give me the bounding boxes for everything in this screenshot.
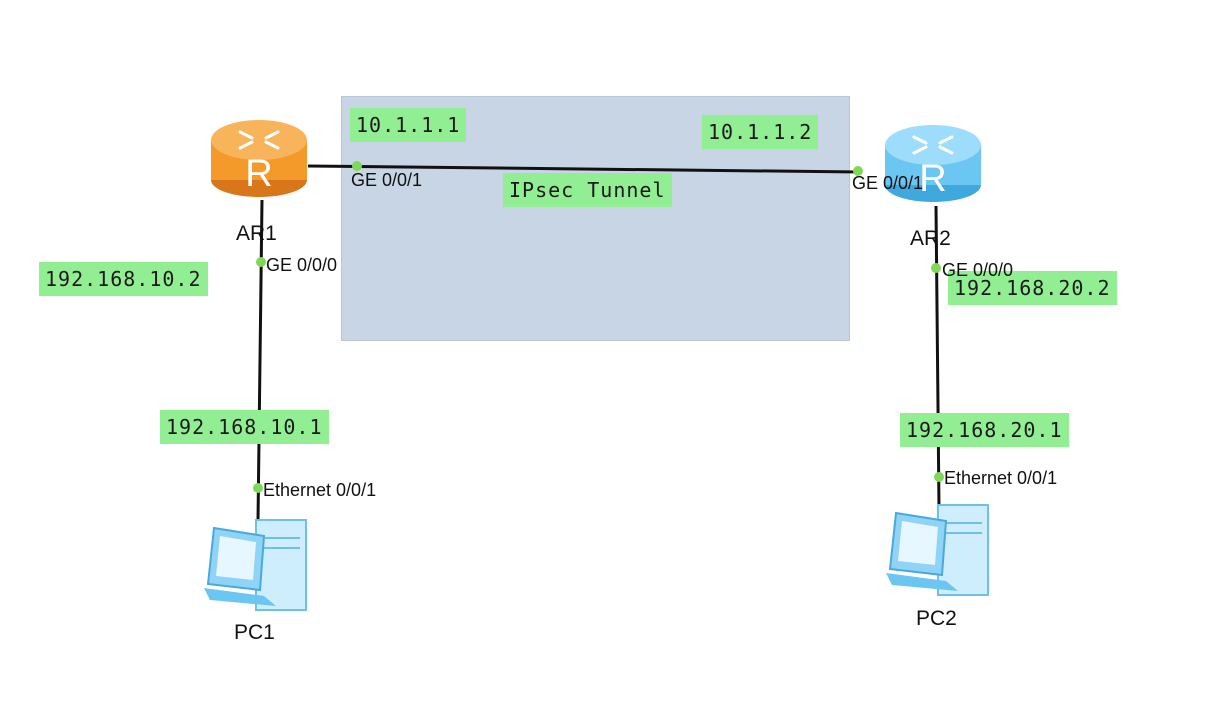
- node-label-pc1: PC1: [234, 621, 275, 644]
- port-label-ar2-ge000: GE 0/0/0: [942, 260, 1014, 280]
- ip-label-ar2-wan: 10.1.1.2: [702, 115, 819, 149]
- svg-text:R: R: [245, 153, 272, 195]
- node-label-pc2: PC2: [916, 607, 957, 630]
- port-dot[interactable]: [253, 483, 263, 493]
- svg-text:R: R: [919, 158, 946, 200]
- port-dot[interactable]: [352, 161, 362, 171]
- port-label-pc2-eth: Ethernet 0/0/1: [944, 468, 1058, 488]
- ip-label-ar2-lan: 192.168.20.2: [948, 271, 1117, 305]
- port-label-ar1-ge000: GE 0/0/0: [266, 255, 338, 275]
- port-dot[interactable]: [931, 263, 941, 273]
- ip-label-ar1-wan: 10.1.1.1: [350, 108, 467, 142]
- ip-label-pc1: 192.168.10.1: [160, 410, 329, 444]
- router-icon[interactable]: R: [211, 120, 307, 197]
- ip-label-ar1-lan: 192.168.10.2: [39, 262, 208, 296]
- link-ar1-ar2[interactable]: [307, 164, 861, 174]
- port-label-pc1-eth: Ethernet 0/0/1: [263, 480, 377, 500]
- pc-icon[interactable]: [886, 504, 989, 596]
- router-icon[interactable]: R: [885, 125, 981, 202]
- ip-label-pc2: 192.168.20.1: [900, 413, 1069, 447]
- node-label-ar2: AR2: [910, 227, 951, 250]
- pc-icon[interactable]: [204, 519, 307, 611]
- port-dot[interactable]: [934, 472, 944, 482]
- link-ar2-pc2[interactable]: [934, 205, 941, 509]
- port-label-ar1-ge001: GE 0/0/1: [351, 170, 423, 190]
- node-label-ar1: AR1: [236, 222, 277, 245]
- port-dot[interactable]: [853, 166, 863, 176]
- port-dot[interactable]: [256, 257, 266, 267]
- tunnel-label: IPsec Tunnel: [503, 173, 672, 207]
- port-label-ar2-ge001: GE 0/0/1: [852, 173, 924, 193]
- link-ar1-pc1[interactable]: [256, 199, 264, 521]
